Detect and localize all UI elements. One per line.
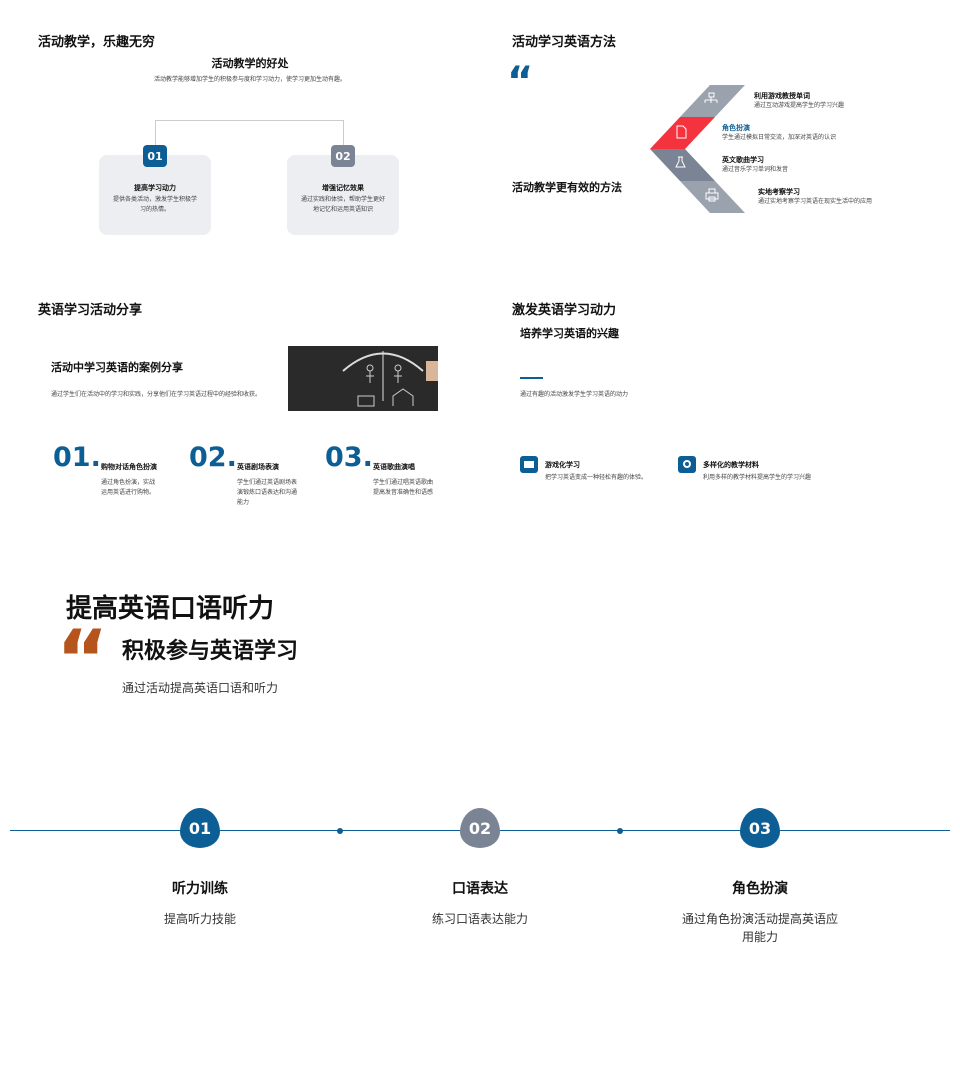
step-badge: 03	[740, 808, 780, 848]
slide-title: 活动教学，乐趣无穷	[38, 35, 156, 50]
step-text: 练习口语表达能力	[431, 912, 528, 926]
item-title: 实地考察学习	[758, 188, 800, 196]
hierarchy-icon	[704, 92, 718, 103]
case-item: 03.英语歌曲演唱学生们通过唱英语歌曲提高发音准确性和语感	[325, 442, 433, 496]
step-badge: 01	[180, 808, 220, 848]
chevron-band-1	[680, 85, 745, 117]
item-number: 01.	[53, 442, 101, 473]
heading: 培养学习英语的兴趣	[520, 327, 619, 340]
image-icon	[520, 456, 538, 473]
heading: 积极参与英语学习	[122, 639, 299, 664]
connector-line	[155, 120, 344, 150]
item-title: 英语剧场表演	[237, 463, 279, 471]
step-title: 听力训练	[172, 881, 228, 897]
item-title: 游戏化学习	[545, 461, 580, 469]
subtitle: 活动教学更有效的方法	[512, 181, 622, 194]
method-item: 角色扮演学生通过模拟日常交流，加深对英语的认识	[722, 123, 836, 143]
benefit-card: 02 增强记忆效果 通过实践和体验，帮助学生更好地记忆和运用英语知识	[287, 145, 399, 235]
item-text: 通过互动游戏提高学生的学习兴趣	[754, 102, 845, 109]
timeline-step: 01 听力训练 提高听力技能	[120, 808, 280, 928]
card-title: 增强记忆效果	[322, 184, 364, 192]
timeline-step: 03 角色扮演 通过角色扮演活动提高英语应用能力	[680, 808, 840, 946]
item-number: 03.	[325, 442, 373, 473]
item-title: 购物对话角色扮演	[101, 463, 157, 471]
item-text: 通过音乐学习单词和发音	[722, 166, 789, 173]
item-number: 02.	[189, 442, 237, 473]
item-text: 学生通过模拟日常交流，加深对英语的认识	[722, 134, 837, 141]
slide-title: 活动学习英语方法	[512, 35, 617, 50]
printer-icon	[705, 188, 719, 202]
description: 通过学生们在活动中的学习和实践，分享他们在学习英语过程中的经验和收获。	[51, 391, 262, 398]
description: 通过有趣的活动激发学生学习英语的动力	[520, 391, 629, 398]
timeline-step: 02 口语表达 练习口语表达能力	[400, 808, 560, 928]
item-text: 通过角色扮演，实战运用英语进行购物。	[101, 479, 156, 496]
card-text: 提供各类活动，激发学生积极学习的热情。	[112, 196, 197, 213]
item-text: 利用多样的教学材料提高学生的学习兴趣	[703, 474, 812, 481]
number-badge: 02	[331, 145, 355, 167]
benefit-card: 01 提高学习动力 提供各类活动，激发学生积极学习的热情。	[99, 145, 211, 235]
timeline-dot	[337, 828, 343, 834]
slide-title: 提高英语口语听力	[66, 594, 275, 624]
step-text: 提高听力技能	[163, 912, 236, 926]
chevron-band-2	[650, 117, 715, 149]
number-badge: 01	[143, 145, 167, 167]
item-text: 通过实地考察学习英语在现实生活中的应用	[758, 198, 873, 205]
method-item: 利用游戏教授单词通过互动游戏提高学生的学习兴趣	[754, 91, 844, 111]
heading: 活动中学习英语的案例分享	[51, 361, 183, 374]
accent-bar	[520, 377, 543, 379]
heading: 活动教学的好处	[211, 57, 289, 70]
item-title: 角色扮演	[722, 124, 750, 132]
item-text: 把学习英语变成一种轻松有趣的体验。	[545, 474, 648, 481]
slide-title: 英语学习活动分享	[38, 303, 143, 318]
timeline-dot	[617, 828, 623, 834]
method-item: 实地考察学习通过实地考察学习英语在现实生活中的应用	[758, 187, 872, 207]
method-item: 英文歌曲学习通过音乐学习单词和发音	[722, 155, 788, 175]
item-title: 英语歌曲演唱	[373, 463, 415, 471]
location-icon	[678, 456, 696, 473]
description: 通过活动提高英语口语和听力	[122, 681, 279, 695]
item-title: 利用游戏教授单词	[754, 92, 810, 100]
quote-icon: “	[56, 613, 109, 706]
step-title: 角色扮演	[732, 881, 788, 897]
slide-title: 激发英语学习动力	[512, 303, 617, 318]
case-item: 01.购物对话角色扮演通过角色扮演，实战运用英语进行购物。	[53, 442, 157, 496]
item-title: 多样化的教学材料	[703, 461, 759, 469]
item-text: 学生们通过唱英语歌曲提高发音准确性和语感	[373, 479, 434, 496]
card-title: 提高学习动力	[134, 184, 176, 192]
item-text: 学生们通过英语剧场表演锻炼口语表达和沟通能力	[237, 479, 298, 506]
step-title: 口语表达	[452, 881, 508, 897]
item-title: 英文歌曲学习	[722, 156, 764, 164]
flask-icon	[675, 156, 686, 168]
description: 活动教学能够增加学生的积极参与度和学习动力，使学习更加生动有趣。	[153, 76, 346, 83]
chalkboard-umbrella-image	[288, 346, 438, 411]
quote-icon: “	[507, 59, 534, 105]
card-text: 通过实践和体验，帮助学生更好地记忆和运用英语知识	[300, 196, 385, 213]
chevron-band-3	[650, 149, 715, 181]
step-badge: 02	[460, 808, 500, 848]
case-item: 02.英语剧场表演学生们通过英语剧场表演锻炼口语表达和沟通能力	[189, 442, 297, 506]
document-icon	[676, 125, 687, 139]
step-text: 通过角色扮演活动提高英语应用能力	[682, 912, 839, 944]
chevron-graphic	[650, 85, 745, 213]
